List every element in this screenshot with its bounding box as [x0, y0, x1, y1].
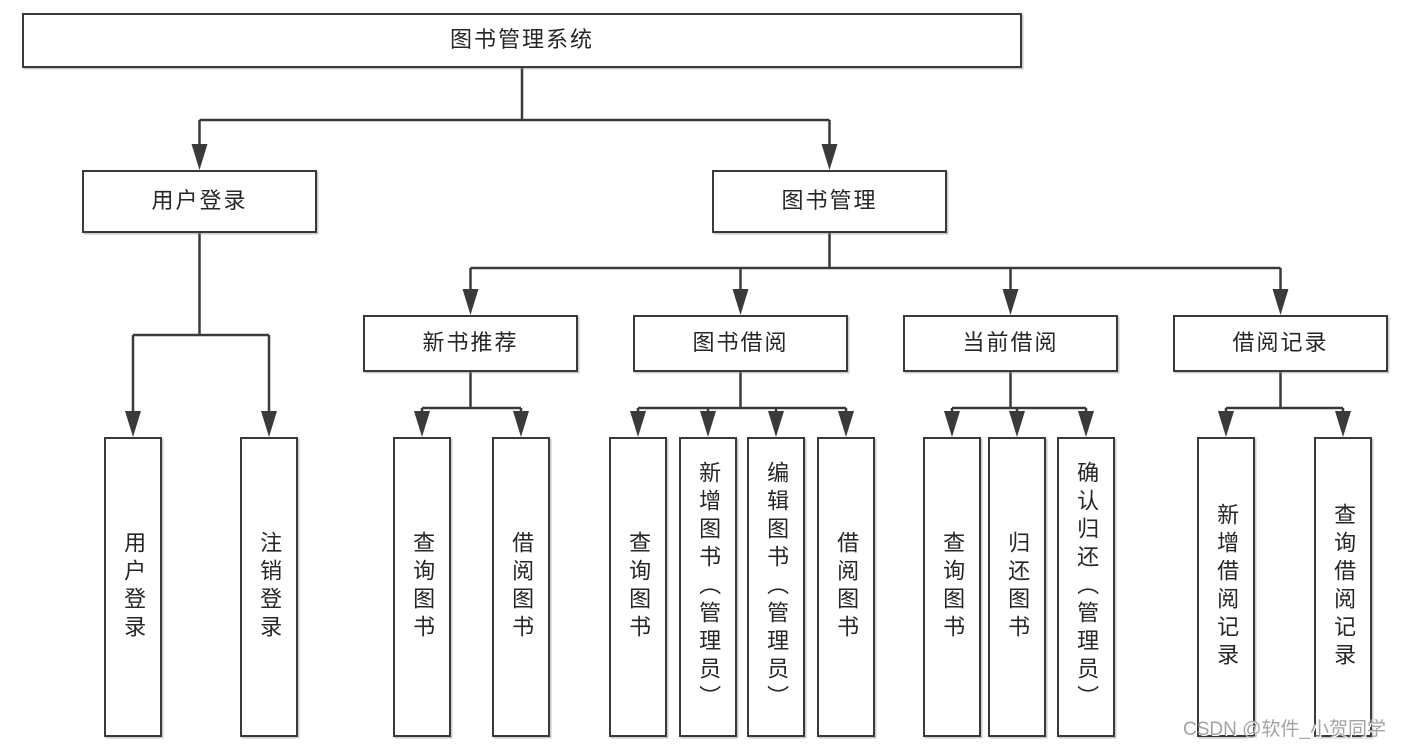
arrowheads-level3: [462, 289, 1289, 315]
edges-book-borrow: [636, 372, 848, 413]
arrowheads-borrow-records: [1218, 411, 1351, 437]
leaf-borrow-books: 借阅图书: [817, 437, 875, 737]
node-user-login: 用户登录: [82, 170, 317, 233]
leaf-query-books-recommend: 查询图书: [393, 437, 451, 737]
node-new-book-recommendation: 新书推荐: [363, 315, 578, 372]
leaf-user-login: 用户登录: [104, 437, 162, 737]
leaf-borrow-books-recommend: 借阅图书: [492, 437, 550, 737]
node-borrowing-records: 借阅记录: [1173, 315, 1388, 372]
arrowheads-user-login: [125, 411, 277, 437]
node-library-management-system: 图书管理系统: [22, 13, 1022, 68]
node-book-borrowing: 图书借阅: [633, 315, 848, 372]
edges-user-login: [131, 233, 271, 413]
leaf-logout: 注销登录: [240, 437, 298, 737]
edges-book-mgmt: [469, 233, 1282, 291]
leaf-add-borrow-record: 新增借阅记录: [1197, 437, 1255, 737]
node-current-borrowing: 当前借阅: [903, 315, 1118, 372]
csdn-watermark: CSDN @软件_小贺同学: [1183, 719, 1386, 740]
edges-current-borrow: [950, 372, 1088, 413]
leaf-query-books-borrow: 查询图书: [609, 437, 667, 737]
leaf-add-books-admin: 新增图书（管理员）: [679, 437, 737, 737]
arrowheads-current-borrow: [944, 411, 1094, 437]
edges-borrow-records: [1224, 372, 1345, 413]
arrowheads-book-borrow: [630, 411, 854, 437]
edges-root-to-level2: [198, 68, 831, 146]
leaf-edit-books-admin: 编辑图书（管理员）: [747, 437, 805, 737]
edges-new-book-rec: [420, 372, 523, 413]
node-book-management: 图书管理: [712, 170, 947, 233]
leaf-query-books-current: 查询图书: [923, 437, 981, 737]
leaf-return-books: 归还图书: [988, 437, 1046, 737]
arrowheads-level2: [191, 144, 838, 170]
arrowheads-new-book-rec: [414, 411, 529, 437]
leaf-query-borrow-record: 查询借阅记录: [1314, 437, 1372, 737]
leaf-confirm-return-admin: 确认归还（管理员）: [1057, 437, 1115, 737]
